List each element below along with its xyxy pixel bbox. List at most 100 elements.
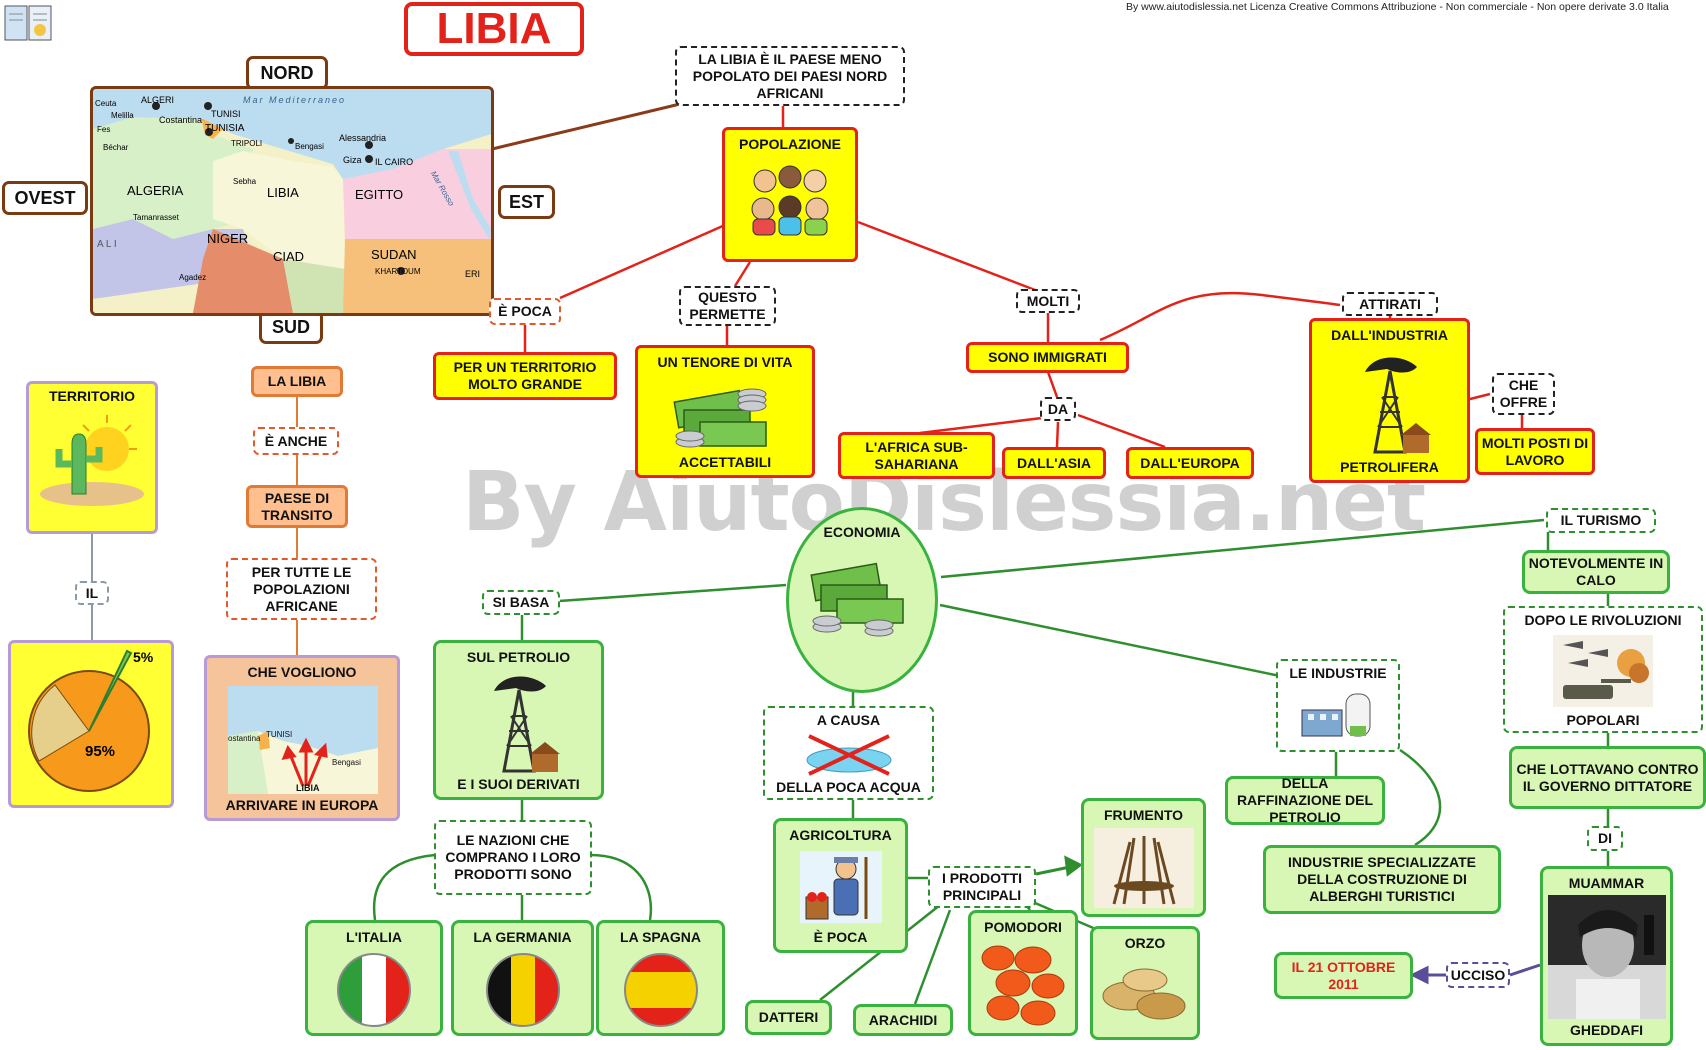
economy-node: ECONOMIA [786, 507, 938, 693]
map-label-libia: LIBIA [267, 185, 299, 200]
peanuts-node: ARACHIDI [853, 1004, 953, 1036]
factory-icon [1301, 693, 1371, 737]
oil-economy-node: SUL PETROLIO E I SUOI DERIVATI [433, 640, 604, 800]
e-poca-tag: È POCA [489, 298, 561, 325]
map-label-alessandria: Alessandria [339, 133, 387, 143]
map-label-algeri: ALGERI [141, 95, 175, 105]
population-node: POPOLAZIONE [722, 127, 858, 262]
pie-label-small: 5% [133, 649, 154, 665]
page-title: LIBIA [404, 2, 584, 56]
africa-node: L'AFRICA SUB-SAHARIANA [838, 432, 995, 479]
europa-node: DALL'EUROPA [1126, 447, 1254, 479]
map-label-ceuta: Ceuta [95, 99, 117, 108]
money-icon [673, 388, 767, 447]
dates-node: DATTERI [745, 1000, 832, 1035]
date-node: IL 21 OTTOBRE 2011 [1274, 952, 1413, 999]
buying-nations-tag: LE NAZIONI CHE COMPRANO I LORO PRODOTTI … [434, 820, 592, 895]
wheat-node: FRUMENTO [1081, 798, 1206, 917]
che-offre-tag: CHE OFFRE [1492, 373, 1555, 415]
decline-node: NOTEVOLMENTE IN CALO [1522, 550, 1670, 594]
hotels-node: INDUSTRIE SPECIALIZZATE DELLA COSTRUZION… [1263, 845, 1501, 914]
di-tag: DI [1587, 826, 1623, 851]
direction-ovest: OVEST [2, 181, 88, 215]
agriculture-node: AGRICOLTURA È POCA [773, 818, 908, 953]
main-products-tag: I PRODOTTI PRINCIPALI [928, 866, 1036, 908]
credit-text: By www.aiutodislessia.net Licenza Creati… [1126, 1, 1669, 13]
refining-node: DELLA RAFFINAZIONE DEL PETROLIO [1225, 775, 1385, 825]
territory-large-node: PER UN TERRITORIO MOLTO GRANDE [433, 352, 617, 400]
war-icon [1553, 634, 1653, 707]
map-label-eri: ERI [465, 269, 481, 279]
map-label-tunisia: TUNISIA [205, 123, 245, 134]
african-populations-tag: PER TUTTE LE POPOLAZIONI AFRICANE [226, 558, 377, 620]
map-label-giza: Giza [343, 155, 362, 165]
map-label-egitto: EGITTO [355, 187, 404, 202]
map-label-sea: Mar Mediterraneo [243, 95, 347, 105]
attirati-tag: ATTIRATI [1342, 292, 1438, 316]
no-water-icon [806, 734, 891, 776]
molti-tag: MOLTI [1016, 289, 1080, 313]
italy-node: L'ITALIA [305, 920, 443, 1036]
direction-nord: NORD [246, 56, 328, 90]
map-label-ali: A L I [97, 239, 117, 250]
territory-pie-box: 5% 95% [8, 640, 174, 808]
map-label-bechar: Béchar [103, 143, 129, 152]
map-label-khartoum: KHARTOUM [375, 267, 421, 276]
immigrants-node: SONO IMMIGRATI [966, 342, 1129, 373]
oil-derrick-icon [1364, 356, 1431, 453]
revolutions-node: DOPO LE RIVOLUZIONI POPOLARI [1503, 606, 1703, 733]
libya-map: Ceuta Melilla Fes ALGERI Costantina TUNI… [90, 86, 494, 316]
map-label-sudan: SUDAN [371, 247, 417, 262]
italy-flag-icon [337, 953, 411, 1027]
map-label-algeria: ALGERIA [127, 183, 184, 198]
germany-flag-icon [485, 953, 560, 1027]
map-label-tunisi: TUNISI [211, 109, 241, 119]
map-label-niger: NIGER [207, 231, 249, 246]
ucciso-tag: UCCISO [1446, 962, 1510, 988]
germany-node: LA GERMANIA [451, 920, 594, 1036]
population-note: LA LIBIA È IL PAESE MENO POPOLATO DEI PA… [675, 46, 905, 106]
water-cause-node: A CAUSA DELLA POCA ACQUA [763, 706, 934, 800]
transit-country-node: PAESE DI TRANSITO [246, 485, 348, 528]
map-label-costantina: Costantina [159, 115, 203, 125]
asia-node: DALL'ASIA [1002, 447, 1106, 479]
spain-flag-icon [623, 953, 698, 1027]
oil-industry-node: DALL'INDUSTRIA PETROLIFERA [1309, 318, 1470, 483]
oil-derrick-icon [493, 676, 560, 773]
la-libia-node: LA LIBIA [251, 366, 343, 397]
europe-migration-node: CHE VOGLIONO ostantina TUNISI Bengasi LI… [204, 655, 400, 821]
book-logo-icon [2, 2, 56, 44]
tomatoes-icon [981, 945, 1065, 1026]
map-label-tamanrasset: Tamanrasset [133, 213, 179, 222]
direction-est: EST [498, 185, 555, 219]
tomatoes-node: POMODORI [968, 910, 1078, 1036]
map-label-melilla: Melilla [111, 111, 134, 120]
gaddafi-portrait [1547, 895, 1666, 1019]
children-icon [751, 165, 829, 236]
living-standard-node: UN TENORE DI VITA ACCETTABILI [635, 345, 815, 478]
money-icon [810, 562, 904, 637]
map-label-sebha: Sebha [233, 177, 257, 186]
wheat-icon [1093, 828, 1194, 908]
migration-map-icon [228, 731, 378, 794]
questo-permette-tag: QUESTO PERMETTE [679, 286, 776, 326]
map-label-agadez: Agadez [179, 273, 207, 282]
territory-node: TERRITORIO [26, 381, 158, 534]
barley-node: ORZO [1090, 926, 1200, 1040]
fighting-node: CHE LOTTAVANO CONTRO IL GOVERNO DITTATOR… [1509, 746, 1706, 809]
industries-node: LE INDUSTRIE [1276, 659, 1400, 752]
si-basa-tag: SI BASA [482, 590, 560, 615]
jobs-node: MOLTI POSTI DI LAVORO [1475, 428, 1595, 475]
map-label-ciad: CIAD [273, 249, 305, 264]
map-label-fes: Fes [97, 125, 111, 134]
il-tag: IL [75, 581, 109, 605]
map-label-tripoli: TRIPOLI [231, 139, 263, 148]
tourism-tag: IL TURISMO [1546, 508, 1656, 533]
desert-icon [40, 415, 144, 506]
pie-label-big: 95% [85, 743, 116, 760]
map-label-cairo: IL CAIRO [375, 157, 414, 167]
gaddafi-node: MUAMMAR GHEDDAFI [1540, 866, 1673, 1046]
da-tag: DA [1040, 397, 1076, 421]
e-anche-tag: È ANCHE [253, 427, 339, 455]
